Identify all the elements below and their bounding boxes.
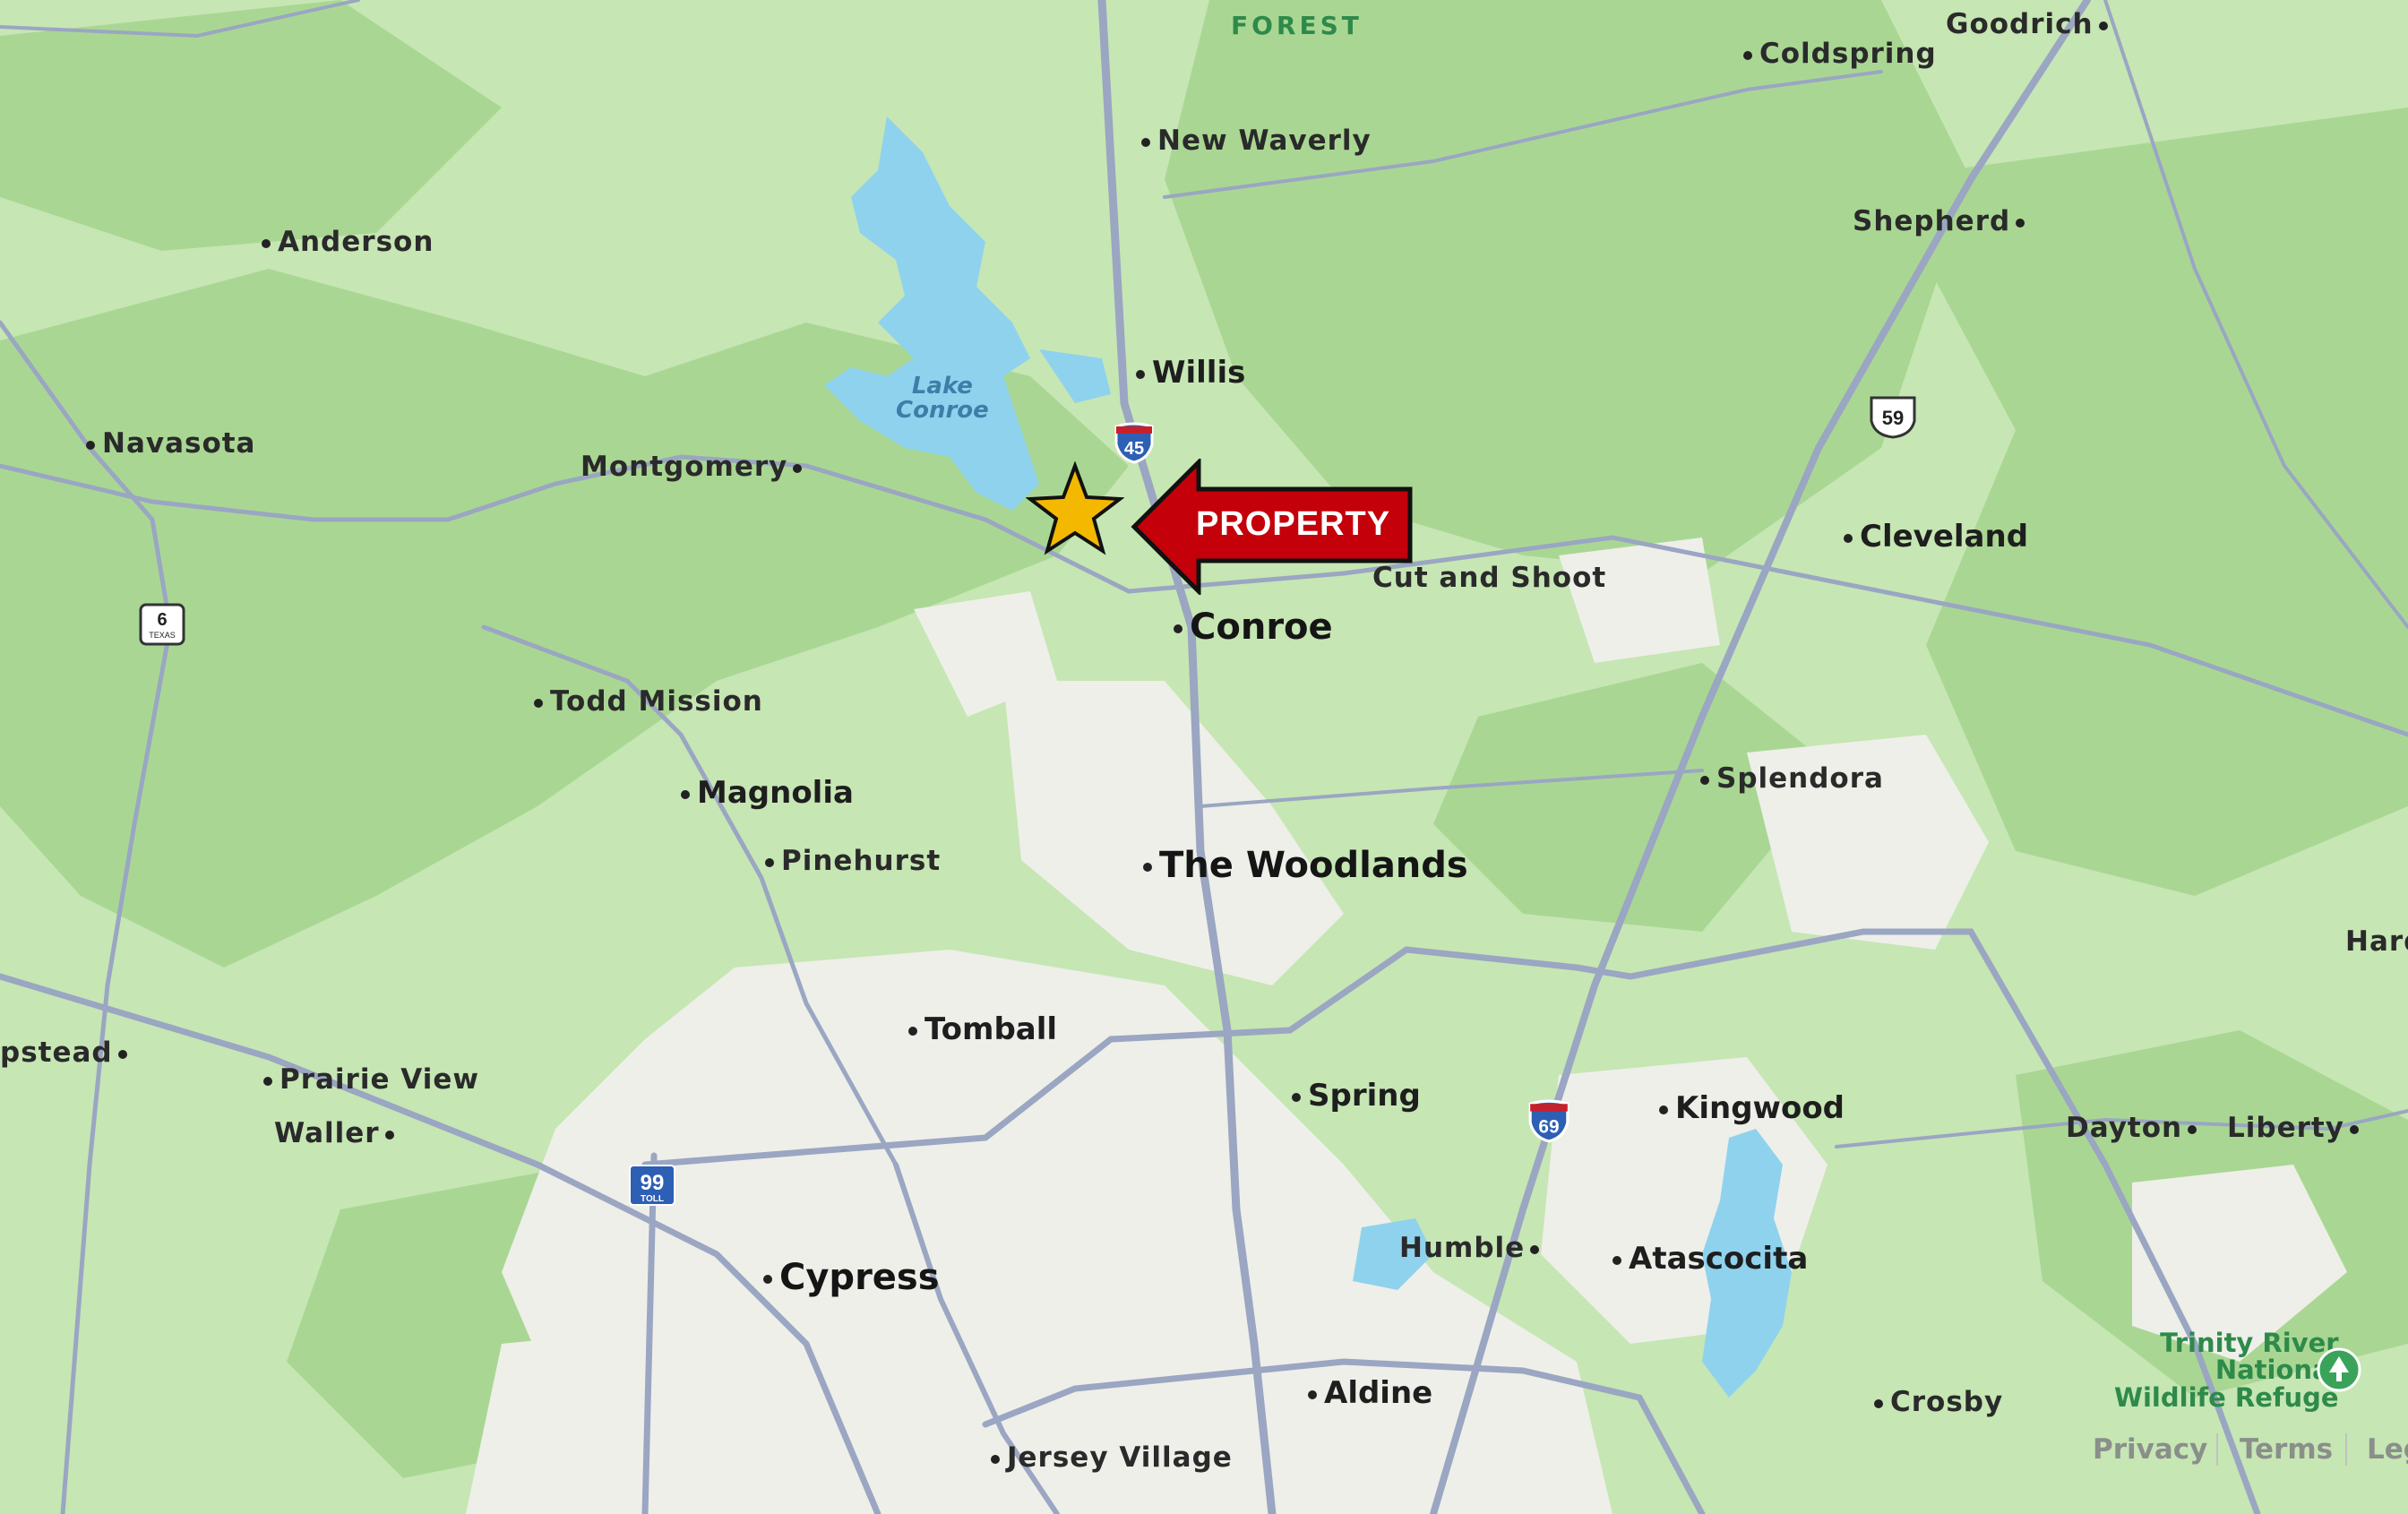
lake-conroe-label-line2: Conroe [896, 397, 989, 425]
refuge-line3: Wildlife Refuge [2114, 1381, 2339, 1413]
place-spring[interactable]: Spring [1292, 1080, 1421, 1111]
place-hempstead[interactable]: pstead [0, 1039, 127, 1067]
place-liberty[interactable]: Liberty [2227, 1114, 2359, 1142]
place-cleveland[interactable]: Cleveland [1844, 521, 2028, 552]
place-todd-mission[interactable]: Todd Mission [534, 688, 763, 716]
place-waller[interactable]: Waller [274, 1120, 394, 1148]
lake-conroe-label: Lake Conroe [896, 374, 989, 424]
refuge-line2: National [2214, 1355, 2339, 1386]
property-label: PROPERTY [1196, 505, 1391, 543]
place-atascocita[interactable]: Atascocita [1612, 1243, 1808, 1274]
texas-99-sub: TOLL [641, 1194, 664, 1204]
place-magnolia[interactable]: Magnolia [681, 778, 854, 808]
place-montgomery[interactable]: Montgomery [580, 453, 803, 481]
place-pinehurst[interactable]: Pinehurst [765, 847, 941, 875]
place-aldine[interactable]: Aldine [1308, 1378, 1432, 1408]
us-59-number: 59 [1882, 407, 1904, 429]
place-prairie-view[interactable]: Prairie View [263, 1066, 479, 1094]
place-conroe[interactable]: Conroe [1174, 609, 1333, 645]
lake-conroe-label-line1: Lake [911, 373, 973, 400]
footer-divider-2 [2345, 1433, 2347, 1466]
place-new-waverly[interactable]: New Waverly [1141, 127, 1372, 155]
refuge-line1: Trinity River [2160, 1328, 2339, 1358]
interstate-45-number: 45 [1124, 439, 1144, 459]
footer-divider [2216, 1433, 2218, 1466]
park-tree-icon[interactable] [2317, 1347, 2361, 1396]
trinity-river-refuge-label[interactable]: Trinity River National Wildlife Refuge [2114, 1328, 2339, 1413]
property-star-icon[interactable] [1025, 460, 1125, 563]
legal-link[interactable]: Leg [2367, 1433, 2408, 1466]
lake-houston [1702, 1129, 1792, 1398]
place-shepherd[interactable]: Shepherd [1853, 208, 2025, 236]
place-willis[interactable]: Willis [1136, 357, 1245, 388]
place-goodrich[interactable]: Goodrich [1946, 11, 2108, 39]
place-jersey-village[interactable]: Jersey Village [991, 1444, 1233, 1472]
interstate-45-shield: 45 [1113, 421, 1156, 468]
us-59-shield: 59 [1868, 394, 1918, 444]
terms-link[interactable]: Terms [2240, 1433, 2334, 1466]
texas-99-number: 99 [641, 1171, 665, 1195]
urban-areas [466, 538, 2347, 1514]
place-cut-and-shoot[interactable]: Cut and Shoot [1372, 562, 1607, 594]
place-coldspring[interactable]: Coldspring [1743, 40, 1937, 68]
lake-conroe [824, 116, 1039, 511]
texas-6-sub: TEXAS [149, 631, 176, 640]
place-kingwood[interactable]: Kingwood [1659, 1093, 1845, 1123]
privacy-link[interactable]: Privacy [2093, 1433, 2208, 1466]
place-hard[interactable]: Hard [2345, 925, 2408, 958]
place-crosby[interactable]: Crosby [1874, 1389, 2003, 1416]
place-cypress[interactable]: Cypress [763, 1260, 940, 1295]
place-tomball[interactable]: Tomball [908, 1014, 1057, 1045]
property-arrow-icon[interactable] [1131, 456, 1414, 598]
interstate-69-shield: 69 [1526, 1098, 1571, 1147]
interstate-69-number: 69 [1538, 1117, 1559, 1138]
texas-6-number: 6 [157, 610, 167, 630]
place-navasota[interactable]: Navasota [86, 430, 255, 458]
place-humble[interactable]: Humble [1399, 1234, 1540, 1262]
place-splendora[interactable]: Splendora [1700, 765, 1884, 793]
national-forest-label: FOREST [1231, 11, 1363, 40]
place-anderson[interactable]: Anderson [262, 228, 434, 256]
place-the-woodlands[interactable]: The Woodlands [1143, 847, 1468, 883]
place-dayton[interactable]: Dayton [2066, 1114, 2197, 1142]
